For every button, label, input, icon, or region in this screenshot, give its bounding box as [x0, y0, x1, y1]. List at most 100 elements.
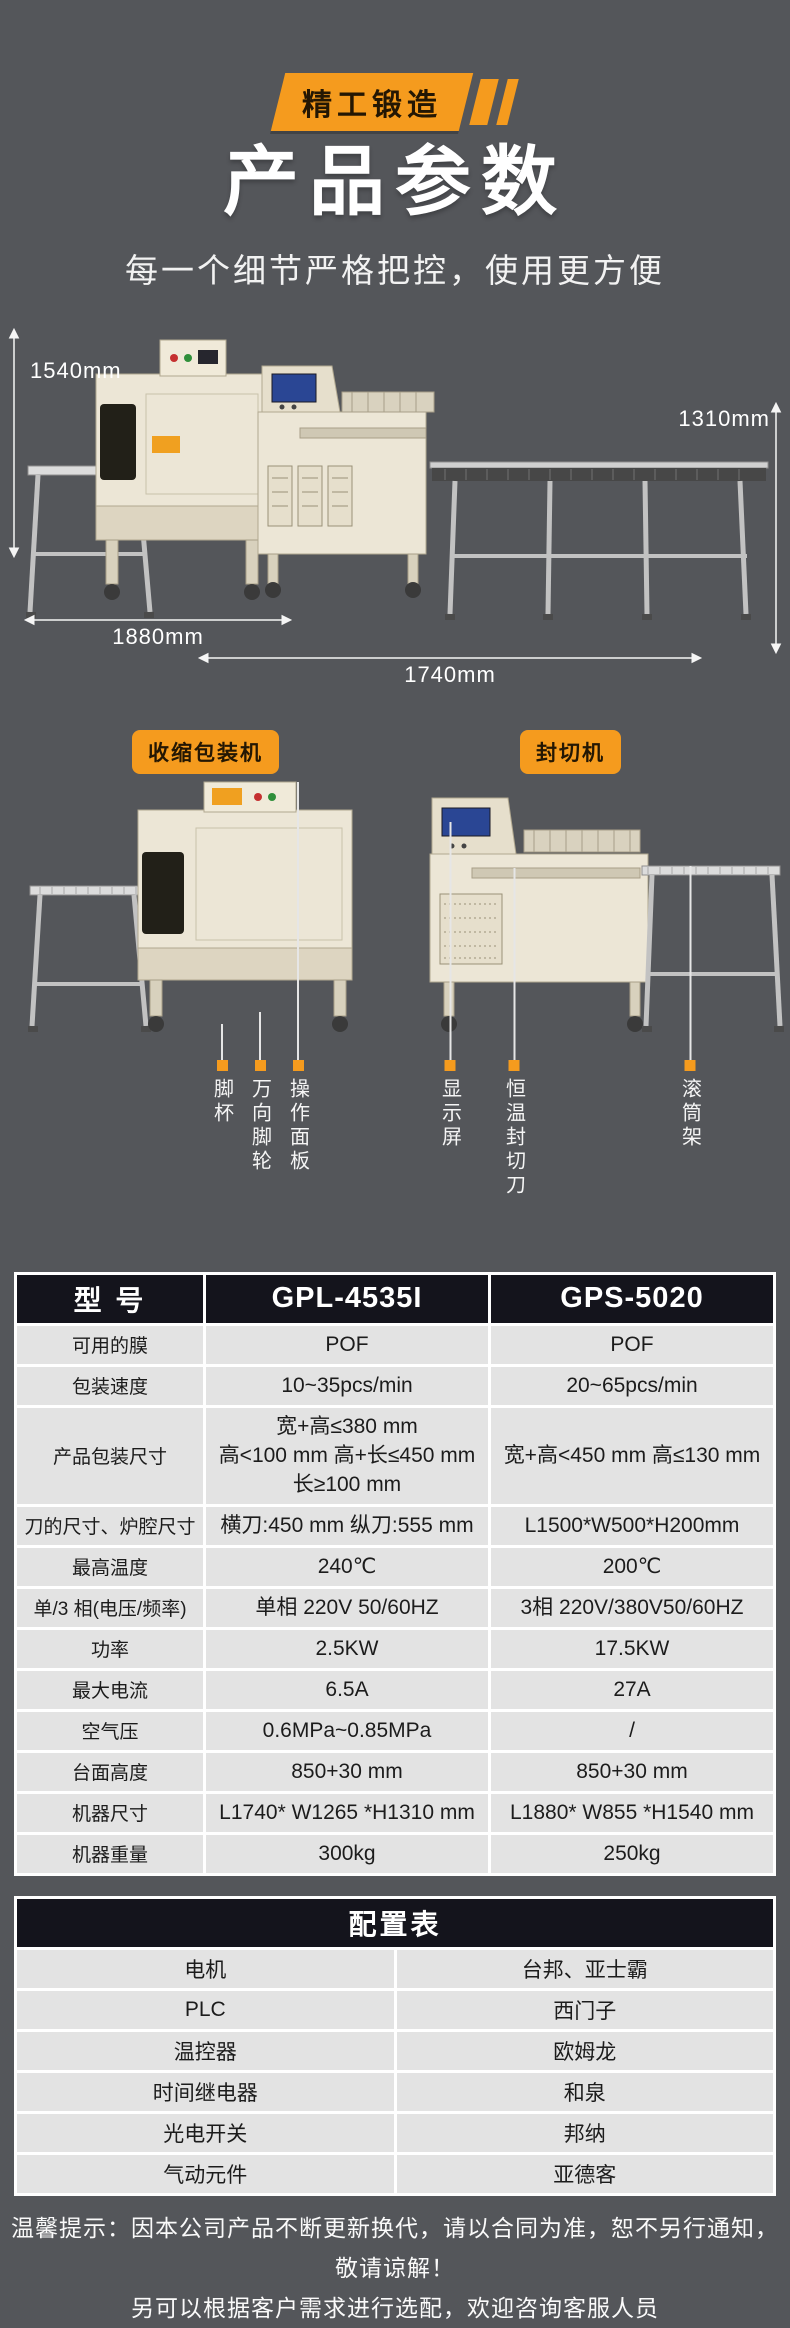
callout-line: [259, 1011, 261, 1060]
spec-value-gpl: 2.5KW: [206, 1629, 488, 1668]
ribbon-slash-icon: [495, 79, 519, 125]
ribbon-slash-icon: [468, 79, 499, 125]
page-title: 产品参数: [223, 140, 567, 225]
spec-value-gps: /: [491, 1711, 773, 1750]
config-row-label: 气动元件: [17, 2154, 394, 2193]
ribbon-row: 精工锻造: [0, 73, 790, 131]
spec-row-label: 台面高度: [17, 1752, 203, 1791]
dimension-lines: [8, 327, 782, 663]
spec-value-gpl: 6.5A: [206, 1670, 488, 1709]
config-row-label: 电机: [17, 1949, 394, 1988]
spec-row-label: 产品包装尺寸: [17, 1407, 203, 1504]
spec-value-gpl: 10~35pcs/min: [206, 1366, 488, 1405]
config-table: 配置表 电机 台邦、亚士霸 PLC 西门子 温控器 欧姆龙 时间继电器 和泉 光…: [14, 1895, 776, 2196]
sealer-illustration: [257, 365, 435, 598]
callout-label: 恒温封切刀: [502, 1077, 525, 1198]
config-row-value: 台邦、亚士霸: [396, 1949, 773, 1988]
config-row-label: 时间继电器: [17, 2072, 394, 2111]
config-row-label: PLC: [17, 1990, 394, 2029]
callout-dot-icon: [444, 1059, 456, 1071]
spec-value-gps: 850+30 mm: [491, 1752, 773, 1791]
film-roller-lines: [533, 829, 631, 852]
spec-header-model: 型 号: [17, 1274, 203, 1323]
callout-label: 显示屏: [438, 1077, 461, 1150]
machine-detail-illustration: [28, 781, 784, 1032]
callout-line: [513, 867, 515, 1060]
config-row-value: 亚德客: [396, 2154, 773, 2193]
footer-note: 温馨提示：因本公司产品不断更新换代，请以合同为准，恕不另行通知，敬请谅解！ 另可…: [0, 2208, 790, 2328]
callout-foot-cup: 脚杯: [193, 1023, 251, 1126]
machine-overview-illustration: [8, 327, 782, 663]
shrink-machine-badge: 收缩包装机: [132, 729, 279, 774]
callout-dot-icon: [684, 1059, 696, 1071]
outfeed-roller-frame-illustration: [641, 865, 784, 1032]
shrink-tunnel-illustration: [95, 339, 267, 600]
spec-value-gps: 27A: [491, 1670, 773, 1709]
callout-line: [449, 821, 451, 1060]
roller-lines: [444, 468, 740, 480]
craft-ribbon-label: 精工锻造: [301, 89, 442, 122]
roller-lines: [39, 886, 137, 894]
callout-line: [297, 781, 299, 1060]
callout-roller-frame: 滚筒架: [647, 865, 734, 1150]
spec-row-label: 最大电流: [17, 1670, 203, 1709]
page-subtitle: 每一个细节严格把控，使用更方便: [125, 251, 665, 289]
spec-value-gps: POF: [491, 1325, 773, 1364]
spec-row-label: 机器重量: [17, 1834, 203, 1873]
spec-value-gpl: 300kg: [206, 1834, 488, 1873]
config-row-value: 欧姆龙: [396, 2031, 773, 2070]
spec-value-gps: 宽+高<450 mm 高≤130 mm: [491, 1407, 773, 1504]
spec-value-gps: 20~65pcs/min: [491, 1366, 773, 1405]
spec-value-gpl: 宽+高≤380 mm 高<100 mm 高+长≤450 mm 长≥100 mm: [206, 1407, 488, 1504]
callout-sealing-knife: 恒温封切刀: [442, 867, 587, 1198]
spec-value-gpl: 850+30 mm: [206, 1752, 488, 1791]
callout-label: 操作面板: [286, 1077, 309, 1174]
footer-line-1: 温馨提示：因本公司产品不断更新换代，请以合同为准，恕不另行通知，敬请谅解！: [11, 2214, 779, 2281]
infeed-roller-table-illustration: [28, 885, 151, 1032]
dim-label-width-1880: 1880mm: [112, 623, 204, 649]
roller-lines: [647, 866, 769, 874]
spec-value-gpl: 横刀:450 mm 纵刀:555 mm: [206, 1506, 488, 1545]
config-row-label: 光电开关: [17, 2113, 394, 2152]
outfeed-conveyor-illustration: [429, 461, 769, 620]
machine-overview-photo: 1540mm 1310mm 1880mm 1740mm: [0, 316, 790, 690]
spec-row-label: 最高温度: [17, 1547, 203, 1586]
callout-label: 脚杯: [210, 1077, 233, 1126]
spec-row-label: 空气压: [17, 1711, 203, 1750]
spec-table: 型 号 GPL-4535I GPS-5020 可用的膜 POF POF 包装速度…: [14, 1271, 776, 1876]
callout-caster: 万向脚轮: [202, 1011, 318, 1174]
spec-value-gps: L1500*W500*H200mm: [491, 1506, 773, 1545]
config-row-value: 西门子: [396, 1990, 773, 2029]
sealer-machine-badge: 封切机: [520, 729, 621, 774]
callout-line: [221, 1023, 223, 1060]
machine-detail-photo: 收缩包装机 封切机: [0, 729, 790, 1198]
spec-row-label: 包装速度: [17, 1366, 203, 1405]
infeed-conveyor-illustration: [26, 465, 154, 618]
spec-value-gpl: 240℃: [206, 1547, 488, 1586]
spec-row-label: 刀的尺寸、炉腔尺寸: [17, 1506, 203, 1545]
spec-value-gps: 200℃: [491, 1547, 773, 1586]
craft-ribbon: 精工锻造: [270, 73, 473, 131]
config-row-value: 邦纳: [396, 2113, 773, 2152]
callout-dot-icon: [292, 1059, 304, 1071]
config-table-title: 配置表: [17, 1898, 773, 1947]
spec-row-label: 机器尺寸: [17, 1793, 203, 1832]
dim-label-height-right: 1310mm: [678, 405, 770, 431]
spec-value-gpl: 0.6MPa~0.85MPa: [206, 1711, 488, 1750]
sealer-machine-illustration: [429, 797, 649, 1032]
spec-row-label: 功率: [17, 1629, 203, 1668]
callout-label: 滚筒架: [678, 1077, 701, 1150]
spec-value-gps: 3相 220V/380V50/60HZ: [491, 1588, 773, 1627]
spec-value-gpl: L1740* W1265 *H1310 mm: [206, 1793, 488, 1832]
dim-label-height-left: 1540mm: [30, 357, 122, 383]
callout-dot-icon: [508, 1059, 520, 1071]
callout-control-panel: 操作面板: [240, 781, 356, 1174]
spec-header-gpl: GPL-4535I: [206, 1274, 488, 1323]
callout-line: [689, 865, 691, 1060]
callout-label: 万向脚轮: [248, 1077, 271, 1174]
dim-label-width-1740: 1740mm: [404, 661, 496, 687]
callout-dot-icon: [216, 1059, 228, 1071]
config-row-value: 和泉: [396, 2072, 773, 2111]
spec-row-label: 可用的膜: [17, 1325, 203, 1364]
callout-display-screen: 显示屏: [407, 821, 494, 1150]
